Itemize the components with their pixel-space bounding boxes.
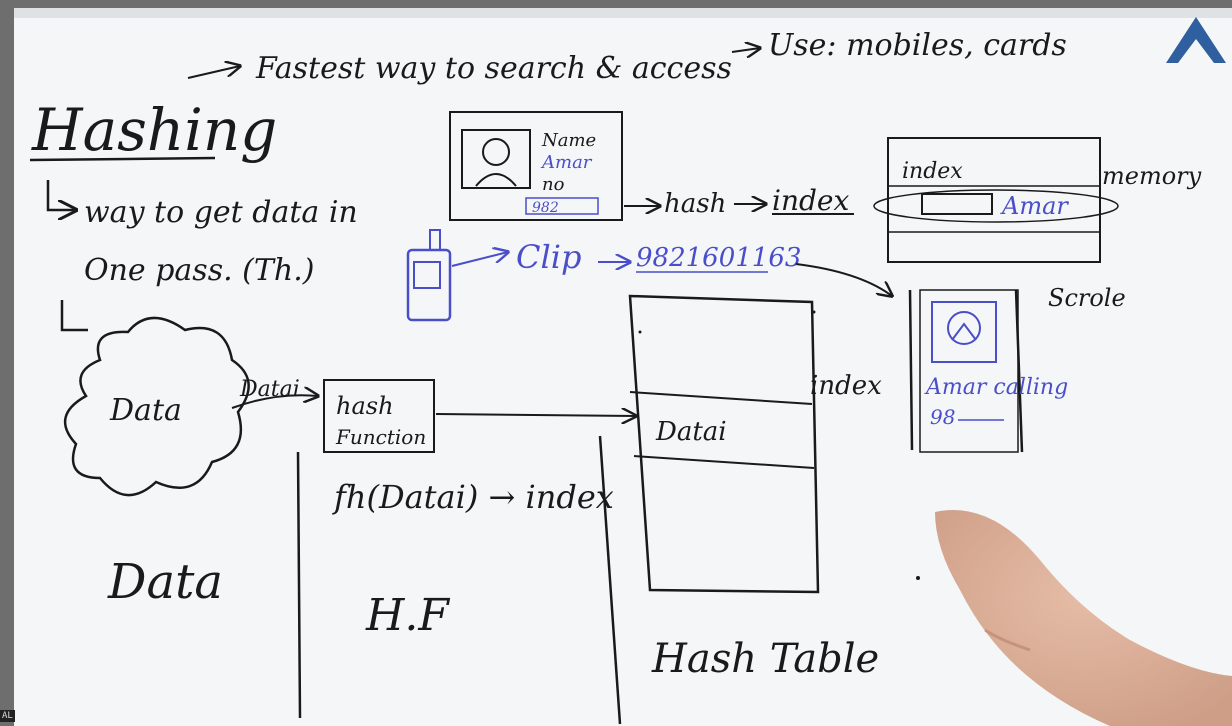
memory-label: memory [1102, 162, 1202, 190]
phone-icon [406, 229, 452, 322]
memory-entry: Amar [1000, 192, 1069, 220]
table-index-label: index [810, 371, 882, 401]
hash-function-box: hash Function [323, 379, 435, 453]
incoming-call-screen: Amar calling 98 [908, 289, 1068, 453]
card-no-value: 982 [532, 200, 559, 216]
bottom-data-word: Data [107, 554, 223, 610]
memory-box: index Amar [873, 137, 1119, 263]
person-avatar-icon [461, 129, 531, 189]
flow-index-label: index [772, 184, 849, 217]
contact-card: Name Amar no 982 [449, 111, 623, 221]
flow-clip-label: Clip [516, 238, 581, 276]
table-slot-label: Datai [655, 417, 727, 447]
memory-index-header: index [902, 159, 963, 184]
hash-function-abbrev: H.F [365, 590, 450, 641]
screen-label: Scrole [1048, 284, 1126, 312]
flow-hash-label: hash [664, 189, 726, 219]
hash-table: Datai [628, 294, 820, 594]
function-box-line-2: Function [335, 425, 426, 449]
presenter-hand [935, 510, 1232, 726]
definition-line-2: One pass. (Th.) [84, 253, 314, 288]
definition-line-1: way to get data in [84, 195, 358, 230]
corner-tag: AL [0, 710, 15, 722]
use-cases-text: Use: mobiles, cards [768, 28, 1067, 63]
hash-formula: fh(Datai) → index [332, 478, 614, 516]
card-name-value: Amar [540, 152, 593, 173]
caller-name: Amar calling [924, 375, 1068, 400]
caller-number: 98 [930, 405, 955, 429]
card-no-label: no [542, 174, 565, 195]
card-name-label: Name [541, 130, 596, 151]
headline-fastest-search: Fastest way to search & access [255, 51, 732, 86]
cloud-arrow-label: Datai [239, 377, 300, 402]
title-hashing: Hashing [31, 96, 277, 164]
pagoda-logo-icon [1166, 17, 1226, 63]
flow-phone-number: 9821601163 [636, 243, 801, 273]
function-box-line-1: hash [336, 392, 394, 420]
cloud-label: Data [109, 393, 182, 428]
caller-avatar-icon [931, 301, 997, 363]
hash-table-caption: Hash Table [651, 636, 879, 682]
data-cloud [63, 316, 250, 497]
